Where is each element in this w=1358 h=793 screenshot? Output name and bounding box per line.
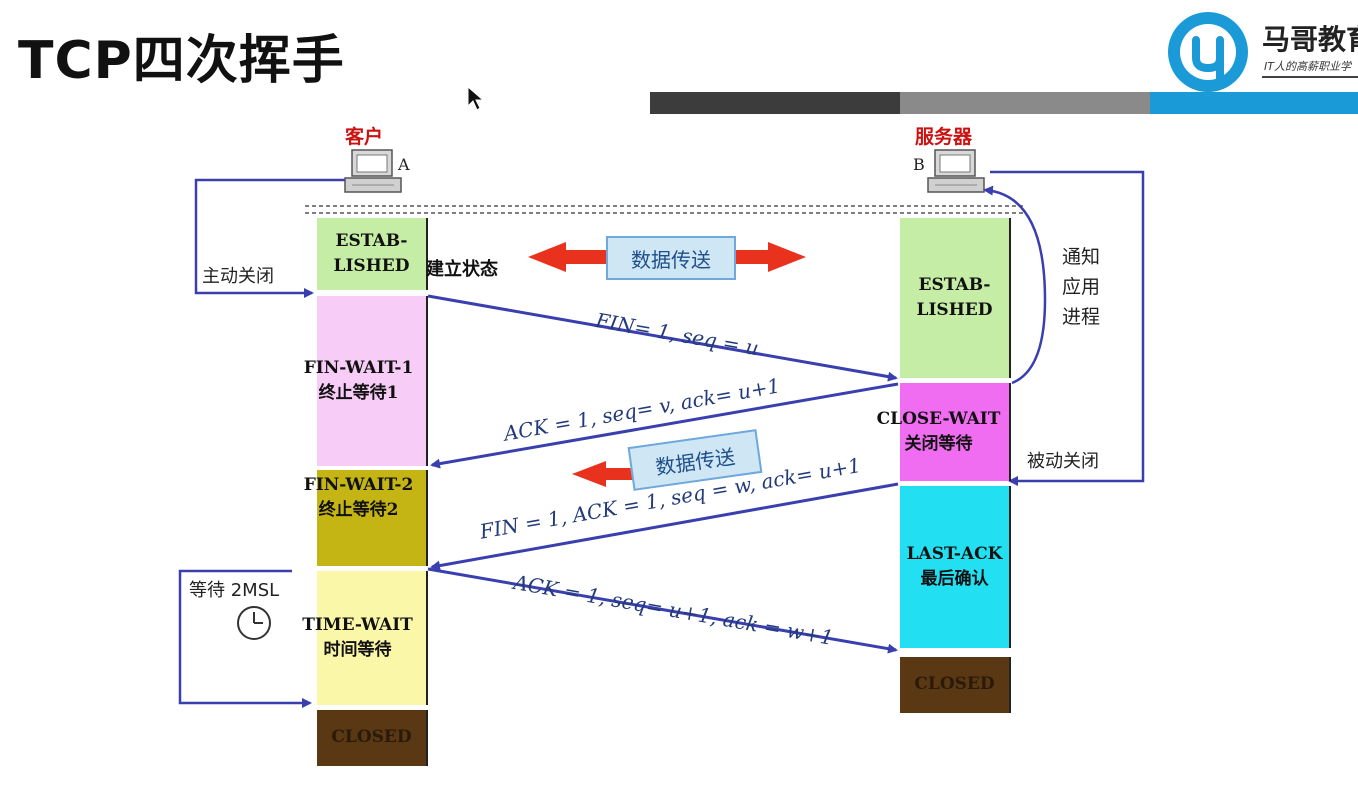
- client-state-established: ESTAB-LISHED: [317, 218, 428, 290]
- logo-name: 马哥教育: [1262, 23, 1358, 56]
- page-title: TCP四次挥手: [18, 31, 345, 91]
- server-state-closed: CLOSED: [900, 657, 1011, 713]
- notify-app-label: 通知应用进程: [1062, 246, 1101, 328]
- server-title: 服务器: [915, 126, 973, 148]
- server-letter: B: [913, 155, 925, 174]
- active-close-label: 主动关闭: [202, 266, 274, 287]
- msg-arrow-fin1: [427, 294, 898, 382]
- msg-arrow-ack2: [427, 567, 898, 654]
- server-computer-icon: [927, 149, 985, 193]
- logo-underline: [1262, 76, 1358, 78]
- logo-subtitle: IT人的高薪职业学: [1264, 60, 1351, 73]
- red-left-arrow: [572, 461, 660, 487]
- passive-close-label: 被动关闭: [1027, 451, 1099, 472]
- client-computer-icon: [344, 149, 402, 193]
- data-transfer-label-1: 数据传送: [606, 236, 736, 280]
- server-state-established: ESTAB-LISHED: [900, 218, 1011, 378]
- header-bar-gray: [900, 92, 1150, 114]
- header-bar-blue: [1150, 92, 1358, 114]
- header-bar-dark: [650, 92, 900, 114]
- client-title: 客户: [345, 126, 384, 148]
- msg-arrow-fin2: [430, 482, 899, 571]
- established-state-label: 建立状态: [426, 259, 498, 280]
- client-letter: A: [398, 155, 410, 174]
- client-state-closed: CLOSED: [317, 710, 428, 766]
- msg-arrow-ack1: [430, 382, 899, 469]
- wait-2msl-label: 等待 2MSL: [189, 580, 280, 601]
- clock-icon: [237, 606, 271, 640]
